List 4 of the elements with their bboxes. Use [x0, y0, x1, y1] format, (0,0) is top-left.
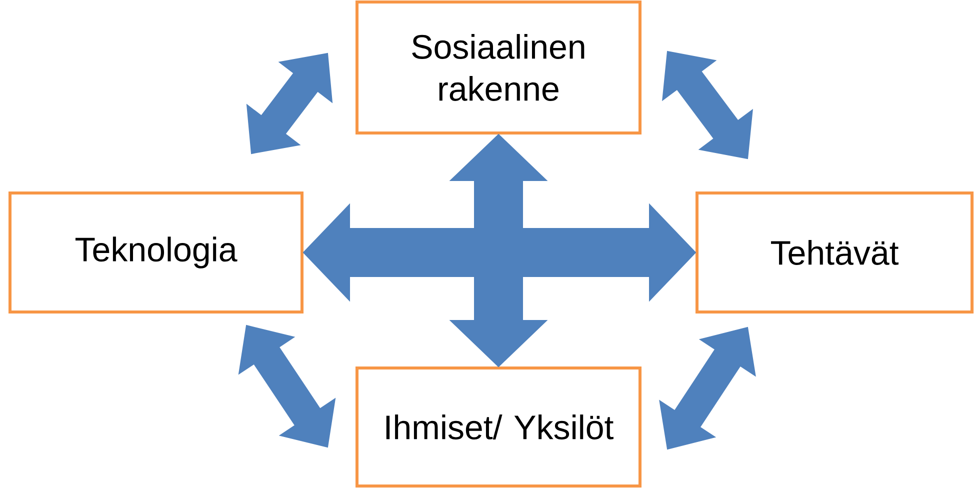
text-box: Sosiaalinen rakenne — [356, 0, 642, 134]
text-box: Tehtävät — [696, 192, 974, 314]
text-box: Teknologia — [8, 192, 304, 314]
text-box: Ihmiset/ Yksilöt — [356, 366, 642, 488]
